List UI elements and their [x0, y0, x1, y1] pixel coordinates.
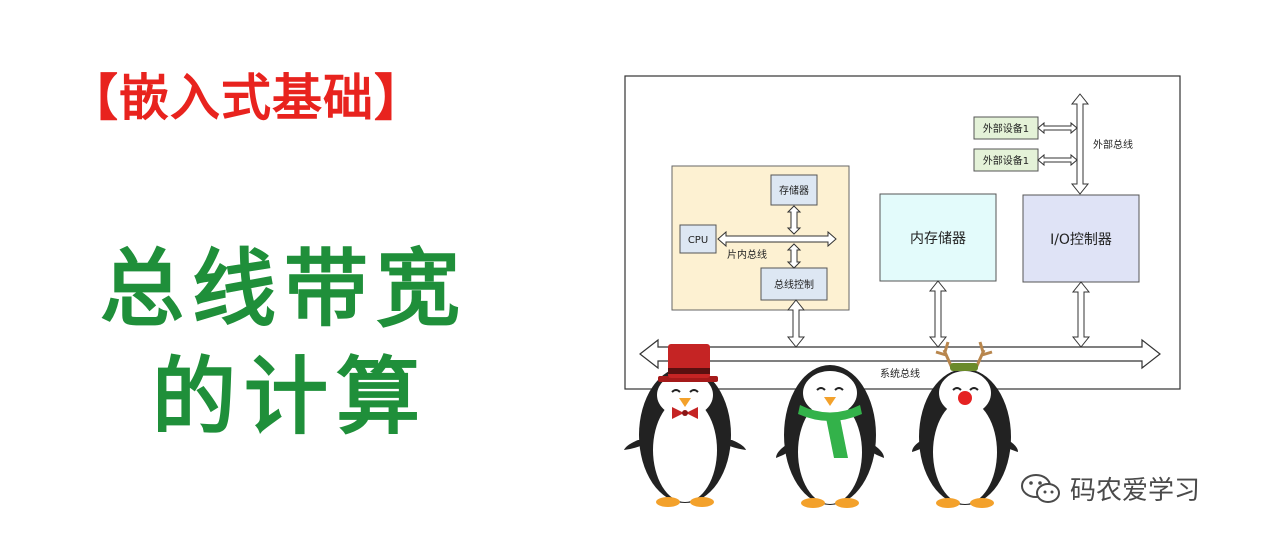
antlers-icon [935, 341, 993, 371]
storage-cpu-bus-arrow [786, 205, 802, 235]
memory-system-arrow [928, 280, 948, 348]
system-bus-arrow [639, 338, 1161, 370]
storage-small-box [770, 174, 818, 206]
memory-label: 内存储器 [910, 231, 966, 247]
wechat-icon [1021, 473, 1060, 503]
cpu-label: CPU [688, 235, 708, 246]
device-2-arrow [1037, 153, 1078, 167]
io-controller-label: I/O控制器 [1050, 232, 1112, 248]
scarf-icon [798, 405, 862, 458]
panel-system-arrow [786, 299, 806, 348]
bow-tie-icon [672, 407, 698, 419]
external-device-label-2: 外部设备1 [983, 154, 1029, 167]
hat-icon [658, 344, 718, 382]
cpu-box [679, 224, 717, 254]
memory-box [879, 193, 997, 282]
external-device-label-1: 外部设备1 [983, 122, 1029, 135]
headline-line-1: 总线带宽 [100, 240, 469, 338]
watermark: 码农爱学习 [1020, 470, 1200, 507]
onchip-bus-label: 片内总线 [727, 248, 767, 261]
external-bus-arrow [1070, 93, 1090, 195]
onchip-bus-arrow [717, 230, 837, 248]
watermark-label: 码农爱学习 [1070, 476, 1201, 506]
bus-control-label: 总线控制 [774, 278, 814, 291]
io-controller-box [1022, 194, 1140, 283]
bus-control-box [760, 267, 828, 301]
penguin-with-scarf [776, 365, 884, 508]
penguin-with-hat [624, 344, 746, 507]
bus-control-arrow [786, 243, 802, 269]
io-system-arrow [1071, 281, 1091, 348]
device-1-arrow [1037, 121, 1078, 135]
tag-title: 【嵌入式基础】 [68, 69, 425, 127]
headline-line-2: 的计算 [152, 348, 429, 446]
system-bus-label: 系统总线 [880, 367, 920, 380]
penguin-with-antlers [912, 341, 1018, 508]
storage-small-label: 存储器 [779, 184, 809, 197]
external-bus-label: 外部总线 [1093, 138, 1133, 151]
